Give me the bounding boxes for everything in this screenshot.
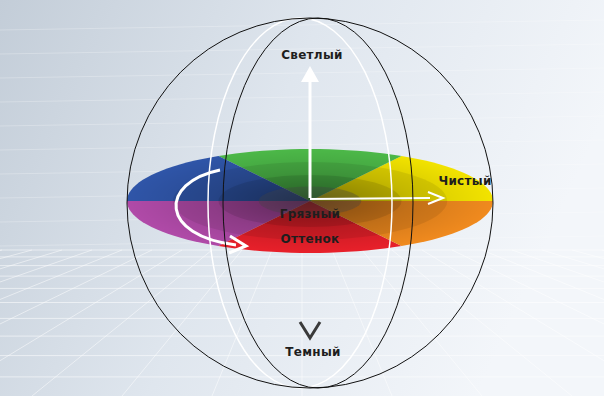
meridian-white <box>208 18 392 388</box>
light-arrow <box>301 66 319 198</box>
sphere-outline <box>127 18 493 388</box>
chroma-arrow <box>310 192 443 204</box>
meridian-black <box>223 18 413 388</box>
hue-arrow <box>176 170 246 253</box>
dark-label: Темный <box>285 345 340 359</box>
hue-label: Оттенок <box>280 232 339 246</box>
floor-grid <box>0 20 604 396</box>
chroma-label: Чистый <box>438 174 491 188</box>
light-label: Светлый <box>281 48 343 62</box>
dark-arrow <box>300 258 320 338</box>
dull-label: Грязный <box>280 207 341 221</box>
